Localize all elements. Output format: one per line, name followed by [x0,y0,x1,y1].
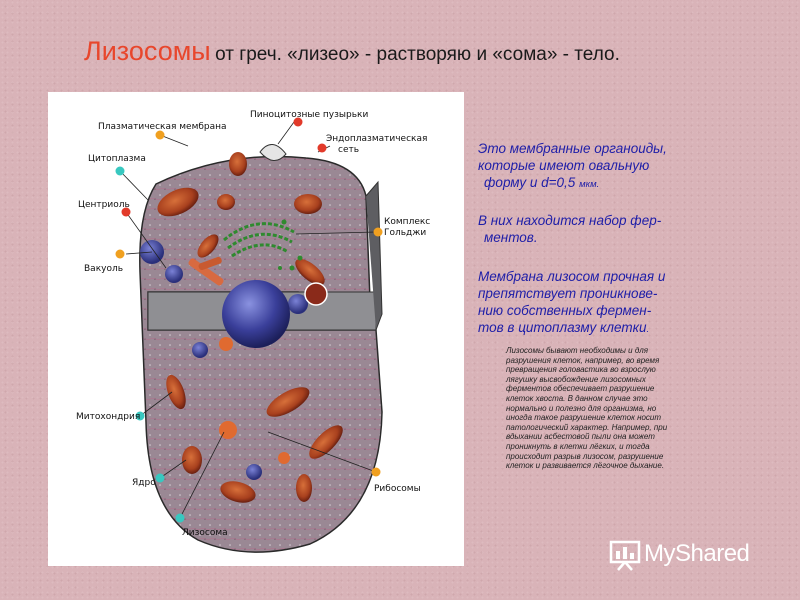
info-line-text: форму и d=0,5 [484,175,576,190]
info-line: ментов. [484,230,538,245]
golgi-complex [223,222,295,242]
footnote-text: Лизосомы бывают необходимы и для разруше… [506,346,732,471]
marker-pinocytic [293,117,303,127]
label-centriole: Центриоль [78,200,130,210]
info-end: . [646,324,650,335]
label-lysosome: Лизосома [182,528,228,538]
label-golgi-line2: Гольджи [384,228,427,238]
info-line-text: тов в цитоплазму клетки [478,320,647,335]
info-paragraph-3: Мембрана лизосом прочная и препятствует … [478,268,665,338]
label-plasma-membrane: Плазматическая мембрана [98,122,227,132]
marker-centriole [121,207,131,217]
label-mitochondrion: Митохондрия [76,412,141,422]
mitochondrion [229,152,247,176]
marker-nucleus [155,473,165,483]
info-line: Это мембранные органоиды, [478,141,667,156]
mitochondrion [220,481,256,503]
info-paragraph-2: В них находится набор фер- ментов. [478,212,661,246]
mitochondrion [157,187,199,217]
marker-vacuole [115,249,125,259]
marker-ribosomes [371,467,381,477]
lysosome [219,421,237,439]
mitochondrion [197,234,219,258]
note-line: происходит разрыв лизосом, разрушение [506,451,664,461]
mitochondrion [217,194,235,210]
note-line: ферментов обеспечивает разрушение [506,384,655,394]
mitochondrion [182,446,202,474]
note-line: клеток и развивается лёгочное дыхание. [506,461,665,471]
note-line: лягушку высвобождение лизосомных [506,374,646,384]
marker-er [317,143,327,153]
marker-cytoplasm [115,166,125,176]
note-line: вдыхании асбестовой пыли она может [506,432,655,442]
note-line: превращения головастика во взрослую [506,365,656,375]
marker-golgi [373,227,383,237]
label-nucleus: Ядро [132,478,156,488]
marker-plasma-membrane [155,130,165,140]
watermark-logo[interactable]: MyShared [644,540,750,567]
cell-diagram: Плазматическая мембрана Пиноцитозные пуз… [48,92,464,566]
mitochondrion [295,258,325,286]
info-line: которые имеют овальную [478,158,650,173]
title-subtitle: от греч. «лизео» - растворяю и «сома» - … [215,44,620,65]
label-cytoplasm: Цитоплазма [88,154,146,164]
label-er-line2: сеть [338,145,360,155]
pinocytic-vesicle [259,144,287,161]
centriole [188,258,224,286]
info-unit: мкм. [579,179,600,190]
mitochondrion [296,474,312,502]
label-pinocytic-vesicles: Пиноцитозные пузырьки [250,110,369,120]
mitochondrion [294,194,322,214]
label-er-line1: Эндоплазматическая [326,134,428,144]
presentation-board-icon [609,540,641,571]
mitochondrion [166,374,186,410]
cell-illustration [115,117,383,553]
centriole [198,256,222,271]
info-paragraph-1: Это мембранные органоиды, которые имеют … [478,140,667,193]
label-golgi-line1: Комплекс [384,217,431,227]
note-line: Лизосомы бывают необходимы и для [506,346,649,355]
note-line: разрушения клеток, например, во время [506,355,660,365]
mitochondrion [266,387,310,417]
info-line: форму и d=0,5 мкм. [478,174,667,193]
note-line: клеток хвоста. В данном случае это [506,393,648,403]
info-line: тов в цитоплазму клетки. [478,319,665,338]
marker-lysosome [175,513,185,523]
label-vacuole: Вакуоль [84,264,124,274]
vacuole [165,265,183,283]
note-line: патологический характер. Например, при [506,422,668,432]
nucleus [222,280,290,348]
info-line: В них находится набор фер- [478,213,662,228]
note-line: нормально и полезно для организма, но [506,403,657,413]
cell-body [139,155,383,553]
note-line: иногда такое разрушение клеток носит [506,413,662,423]
vacuole [192,342,208,358]
info-line: препятствует проникнове- [478,286,658,301]
marker-mitochondrion [135,411,145,421]
lysosome [278,452,290,464]
slide-title: Лизосомы от греч. «лизео» - растворяю и … [84,36,620,67]
vacuole [246,464,262,480]
info-line: нию собственных фермен- [478,303,652,318]
vacuole [288,294,308,314]
lysosome [219,337,233,351]
note-line: проникнуть в клетки лёгких, и тогда [506,441,650,451]
title-main: Лизосомы [84,36,211,66]
label-ribosomes: Рибосомы [374,484,421,494]
info-line: Мембрана лизосом прочная и [478,269,666,284]
